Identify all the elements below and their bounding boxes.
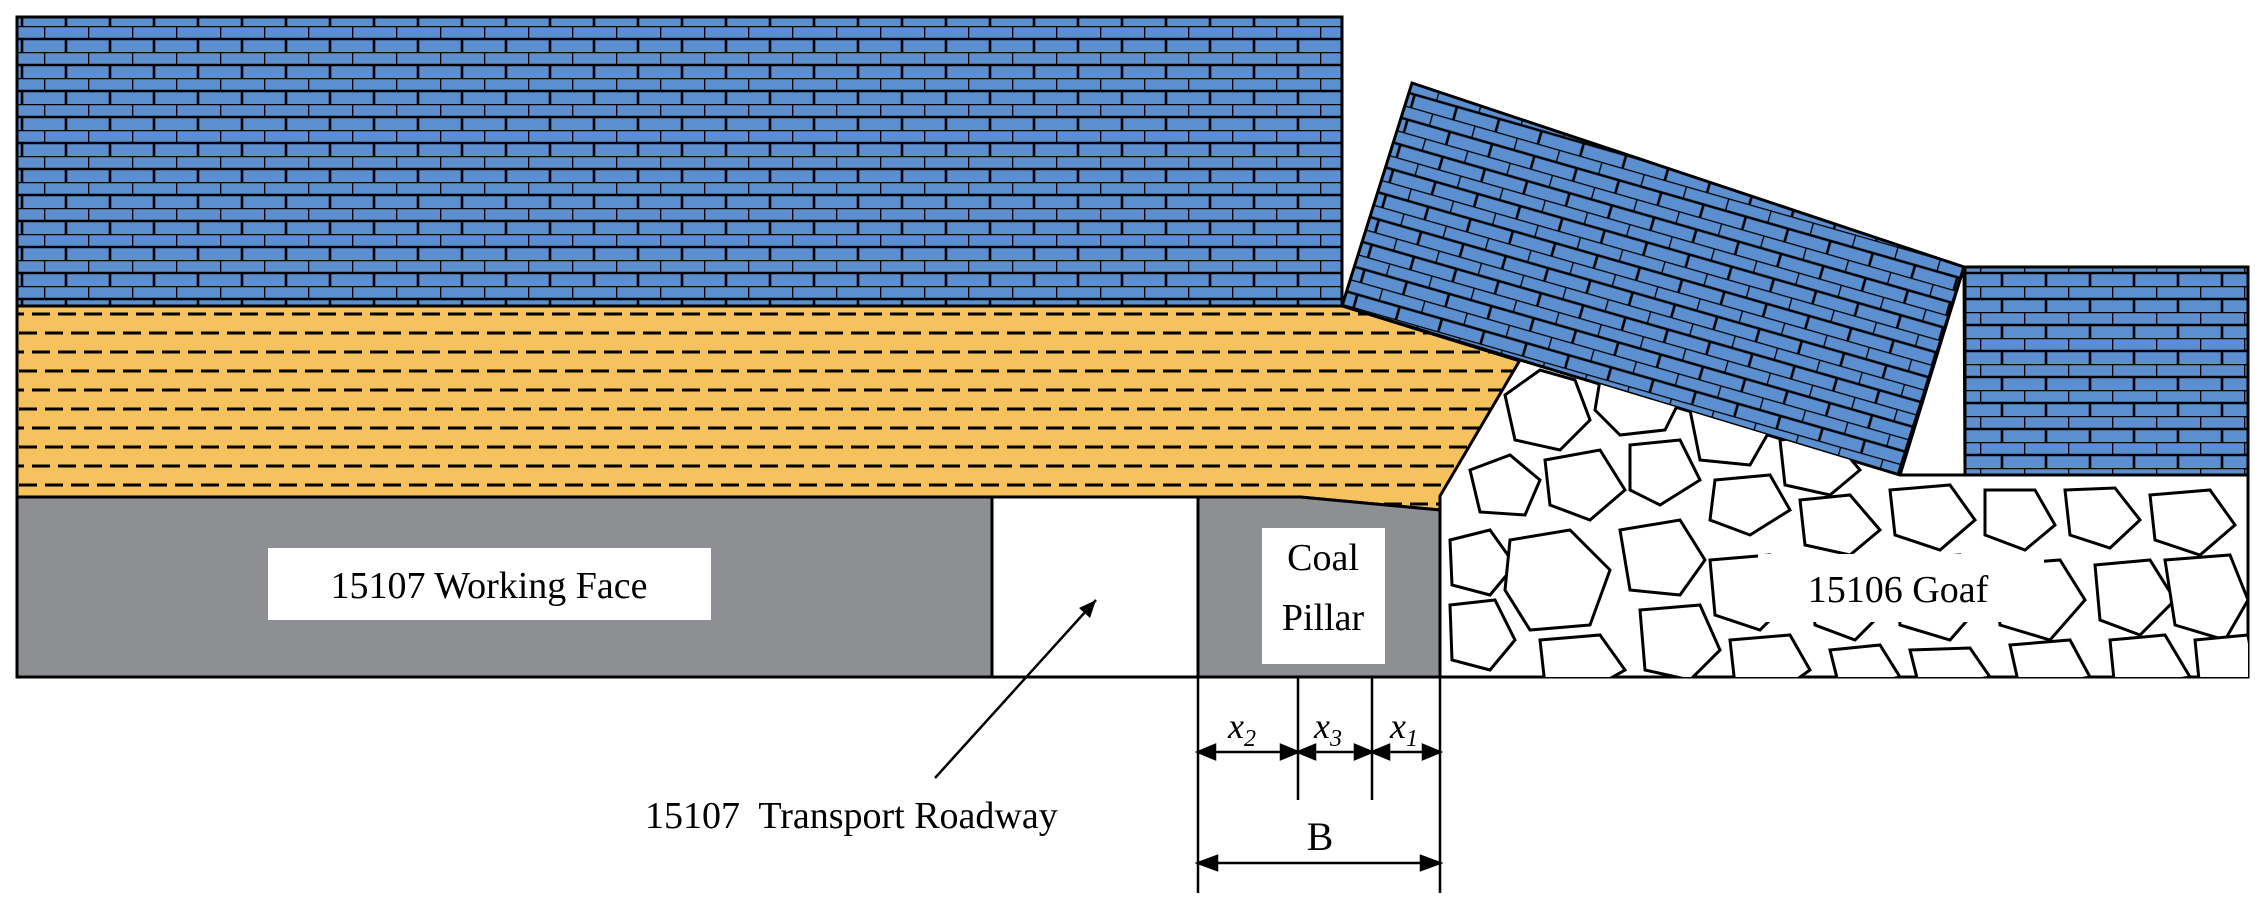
roof-limestone-left: [15, 15, 1344, 308]
dimension-x1-label: x1: [1389, 706, 1418, 752]
coal-pillar-label-box: [1262, 528, 1385, 664]
goaf-label-box: [1758, 554, 2044, 622]
roof-limestone-right: [1963, 265, 2250, 477]
dimension-arrows: [1194, 743, 1444, 872]
goaf-label: 15106 Goaf: [1808, 569, 1989, 611]
dimension-extension-lines: [1196, 677, 1442, 893]
roadway-pointer-arrow: [934, 599, 1097, 779]
sandstone-layer: [15, 304, 1526, 512]
working-face-label: 15107 Working Face: [330, 565, 647, 607]
dimension-x3-label: x3: [1313, 706, 1342, 752]
roadway-label: 15107 Transport Roadway: [645, 795, 1058, 837]
dimension-x2-label: x2: [1227, 706, 1256, 752]
working-face-label-box: [268, 548, 711, 620]
dimension-B-label: B: [1307, 814, 1334, 859]
coal-pillar-label-line1: Coal: [1287, 537, 1359, 579]
transport-roadway: [990, 495, 1200, 679]
coal-pillar-label-line2: Pillar: [1282, 597, 1365, 639]
roadway-pointer-arrowhead: [1079, 600, 1096, 618]
